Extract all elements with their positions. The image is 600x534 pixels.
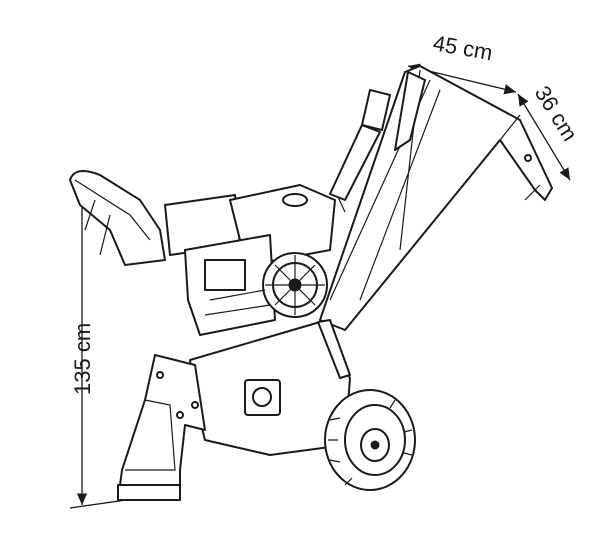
feed-hopper [319,65,553,331]
wheel [324,389,416,491]
height-dimension: 135 cm [69,172,141,509]
chipper-body [189,319,351,456]
hopper-depth-label: 36 cm [530,81,583,145]
discharge-chute [117,354,206,501]
hopper-width-label: 45 cm [431,30,494,65]
engine [164,184,336,336]
height-label: 135 cm [70,323,95,395]
gas-strut [329,89,391,213]
side-funnel [69,170,166,266]
